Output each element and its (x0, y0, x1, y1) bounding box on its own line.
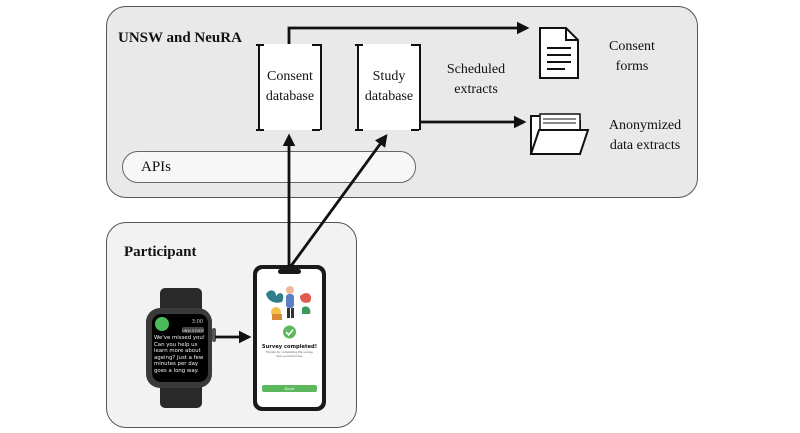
flower-illustration (300, 293, 312, 303)
participant-panel-title: Participant (124, 244, 197, 260)
done-button-label: Done (285, 386, 296, 391)
document-icon (539, 27, 579, 79)
done-button[interactable] (262, 385, 317, 392)
study-database-label: Study database (364, 69, 414, 104)
arrow-to-consent-forms (287, 21, 530, 44)
watch-app-label: UNW STUDY (182, 329, 205, 333)
check-icon (283, 325, 296, 339)
consent-database-label: Consent database (265, 69, 315, 104)
consent-database: Consent database (258, 44, 322, 130)
apis-bar: APIs (122, 151, 416, 183)
watch-time: 3:00 (192, 319, 203, 325)
survey-completed-subtitle: Thanks for completing the survey. See yo… (265, 351, 314, 358)
watch-message: We've missed you! Can you help us learn … (154, 335, 205, 374)
scheduled-extracts-label: Scheduled extracts (446, 62, 506, 97)
smartphone: Survey completed! Thanks for completing … (253, 265, 326, 411)
plant-illustration (266, 290, 284, 303)
survey-completed-title: Survey completed! (262, 344, 317, 350)
smartwatch: 3:00 UNW STUDY We've missed you! Can you… (146, 288, 216, 408)
anonymized-data-extracts-label: Anonymized data extracts (608, 118, 682, 153)
arrow-phone-to-study-database (289, 133, 388, 267)
unsw-panel-title: UNSW and NeuRA (118, 30, 242, 46)
apis-label: APIs (141, 158, 172, 175)
consent-forms-label: Consent forms (609, 39, 655, 74)
folder-icon (529, 113, 590, 155)
study-database: Study database (357, 44, 421, 130)
